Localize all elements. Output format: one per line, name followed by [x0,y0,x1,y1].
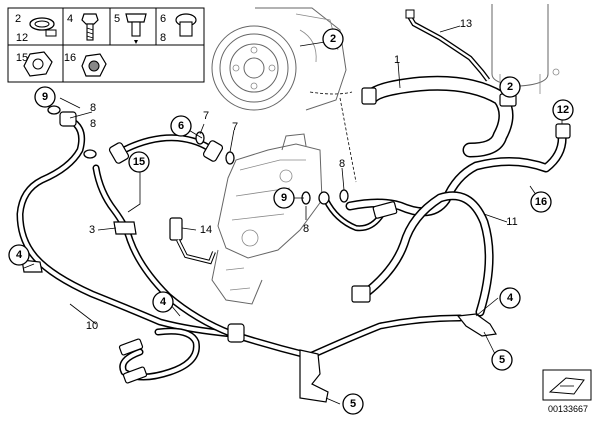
legend-label: 5 [114,13,120,25]
callout-label: 9 [42,91,48,103]
callout-badge: 9 [273,187,295,209]
callout-label: 5 [350,398,356,410]
callout-badges: 2 2 12 9 6 15 9 16 4 4 4 5 5 [8,28,574,415]
steering-gear-ghost [211,133,323,305]
callout-label: 12 [557,104,569,116]
part-number: 1 [394,54,400,66]
callout-badge: 4 [499,287,521,309]
part-number: 3 [89,224,95,236]
part-number: 7 [203,110,209,122]
hose-3-middle [92,164,236,338]
callout-label: 4 [16,249,23,261]
legend-label: 16 [64,52,76,64]
legend-label: 2 [15,13,21,25]
pump-pulley-ghost [211,7,347,111]
part-number: 14 [200,224,212,236]
part-number: 8 [90,102,96,114]
part-numbers: 1 13 8 8 7 7 8 3 14 8 11 10 [86,18,518,332]
bolt-icon [81,13,99,41]
callout-badge: 16 [530,191,552,213]
hose-clamp-13 [405,9,490,82]
fitting-to-gear [323,197,385,232]
callout-badge: 9 [34,86,56,108]
part-number: 10 [86,320,98,332]
callout-label: 6 [178,120,184,132]
hose-11-right [345,129,567,217]
callout-label: 2 [330,33,336,45]
screw-icon [125,13,147,44]
reference-number: 00133667 [548,404,588,414]
hose-7-upper [116,134,216,156]
callout-label: 15 [133,156,145,168]
part-number: 7 [232,121,238,133]
callout-badge: 5 [342,393,364,415]
legend-label: 8 [160,32,166,44]
lower-right-line [228,314,464,360]
nut-icon [23,51,53,77]
callout-label: 4 [160,296,167,308]
return-hose-upper [364,75,514,158]
part-number: 11 [506,216,517,228]
callout-label: 4 [507,292,514,304]
brackets [21,221,497,403]
legend-label: 6 [160,13,166,25]
part-number: 8 [303,223,309,235]
legend-label: 15 [16,52,28,64]
callout-label: 5 [499,354,505,366]
part-number: 8 [90,118,96,130]
callout-badge: 6 [170,115,192,137]
reference-stamp: 00133667 [542,369,592,414]
clip-icon [81,53,107,77]
callout-badge: 2 [322,28,344,50]
parts-legend: 2 4 5 6 12 8 15 16 [7,7,205,83]
hose-11-lower [357,191,494,317]
part-number: 8 [339,158,345,170]
legend-label: 4 [67,13,73,25]
callout-badge: 12 [552,99,574,121]
callout-badge: 4 [152,291,174,313]
legend-label: 12 [16,32,28,44]
pressure-line-left [16,116,236,338]
part-number: 13 [460,18,472,30]
plug-icon [175,13,197,37]
cooler-loop [119,327,200,381]
callout-label: 9 [281,192,287,204]
callout-badge: 15 [128,151,150,173]
callout-label: 2 [507,81,513,93]
hose-fittings [59,87,571,384]
callout-badge: 2 [499,76,521,98]
callout-label: 16 [535,196,547,208]
callout-badge: 5 [491,349,513,371]
callout-badge: 4 [8,244,30,266]
hose-clamp-icon [29,17,57,37]
